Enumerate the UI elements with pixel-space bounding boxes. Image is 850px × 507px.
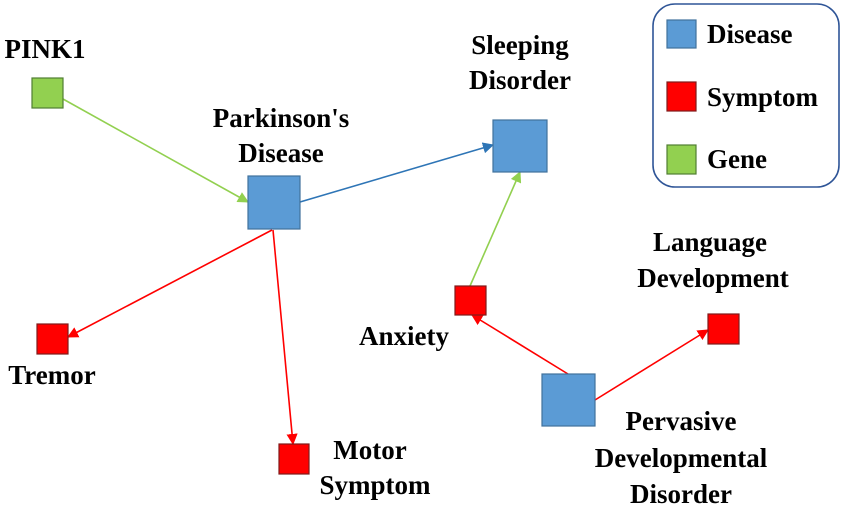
label-pervasive-line3: Disorder	[630, 479, 732, 507]
label-language-line1: Language	[653, 227, 767, 257]
label-anxiety: Anxiety	[359, 321, 449, 351]
legend: Disease Symptom Gene	[652, 3, 840, 188]
node-pervasive-developmental-disorder	[541, 373, 596, 427]
node-parkinsons	[247, 175, 301, 230]
edges-layer	[62, 98, 709, 446]
node-language-development	[707, 313, 740, 345]
legend-gene-label: Gene	[707, 144, 767, 174]
node-sleeping-disorder	[492, 119, 548, 173]
label-sleeping-line1: Sleeping	[471, 30, 569, 60]
legend-disease-label: Disease	[707, 19, 792, 49]
edge-pervasive-anxiety	[471, 314, 569, 375]
node-motor-symptom	[278, 443, 310, 475]
node-pink1	[31, 77, 64, 109]
edge-parkinsons-motor	[272, 229, 298, 446]
nodes-layer	[31, 77, 740, 475]
legend-symptom-swatch	[666, 81, 697, 112]
label-sleeping-line2: Disorder	[469, 65, 571, 95]
legend-symptom-label: Symptom	[707, 82, 819, 112]
label-parkinsons-line2: Disease	[238, 138, 323, 168]
node-tremor	[36, 323, 69, 355]
legend-gene-swatch	[666, 144, 697, 175]
edge-parkinsons-sleeping	[299, 142, 495, 203]
label-motor-line2: Symptom	[319, 470, 431, 500]
label-parkinsons-line1: Parkinson's	[213, 103, 350, 133]
node-anxiety	[454, 285, 487, 316]
legend-box	[652, 3, 840, 188]
label-pervasive-line2: Developmental	[595, 443, 768, 473]
label-tremor: Tremor	[8, 360, 95, 390]
edge-parkinsons-tremor	[67, 229, 273, 338]
labels-layer: PINK1 Parkinson's Disease Sleeping Disor…	[5, 30, 789, 507]
legend-disease-swatch	[666, 19, 697, 49]
label-motor-line1: Motor	[333, 435, 406, 465]
label-pervasive-line1: Pervasive	[626, 406, 737, 436]
edge-anxiety-sleeping	[469, 170, 522, 287]
edge-pervasive-language	[594, 329, 709, 401]
label-language-line2: Development	[637, 263, 788, 293]
label-pink1: PINK1	[5, 34, 86, 64]
edge-pink1-parkinsons	[62, 98, 249, 203]
